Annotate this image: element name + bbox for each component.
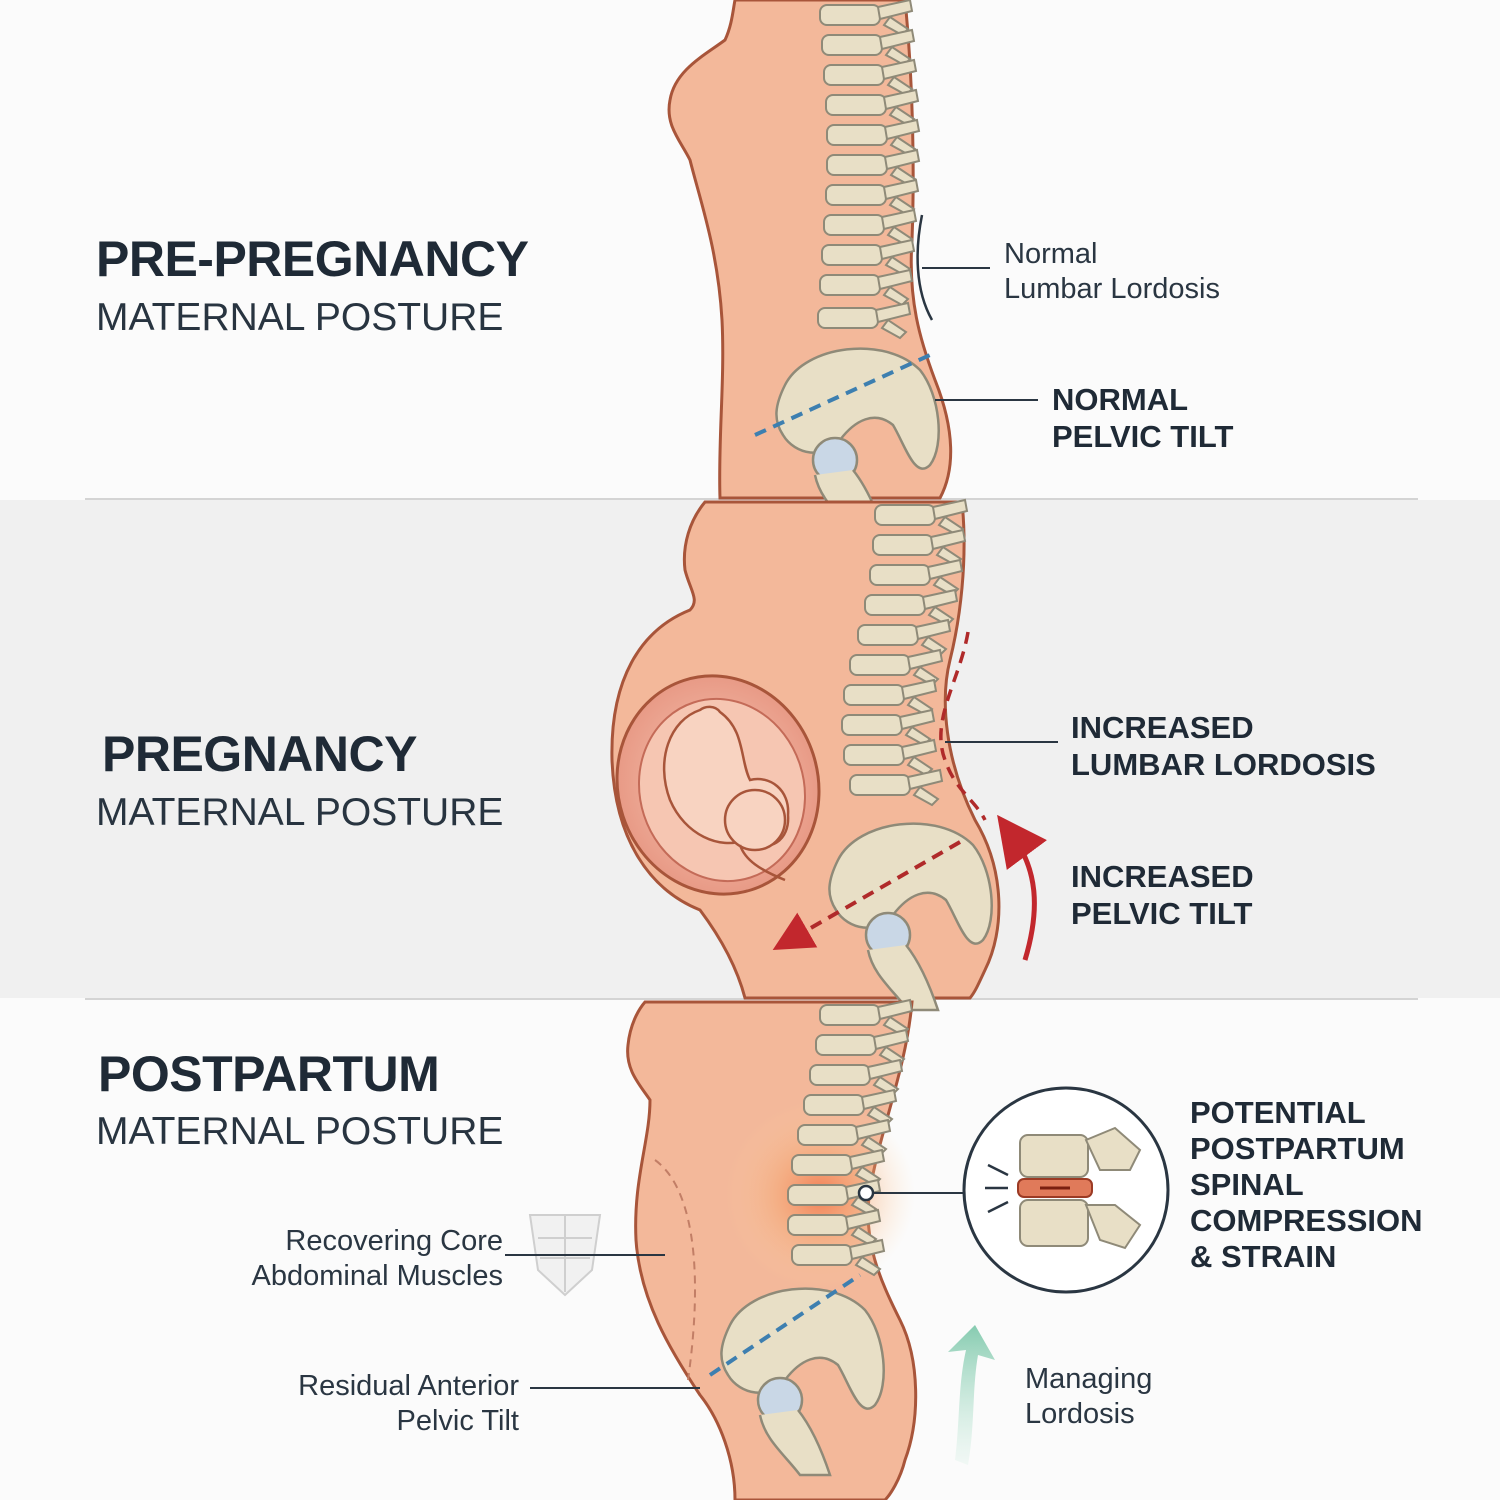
- section-title: PRE-PREGNANCY: [96, 231, 529, 287]
- section-title: POSTPARTUM: [98, 1046, 440, 1102]
- section-subtitle: MATERNAL POSTURE: [96, 296, 504, 339]
- label-increased-lordosis: INCREASED LUMBAR LORDOSIS: [1071, 710, 1376, 782]
- label-managing-lordosis: Managing Lordosis: [1025, 1363, 1153, 1430]
- pelvic-rotation-arrow: [997, 814, 1047, 961]
- label-normal-lordosis: Normal Lumbar Lordosis: [1004, 238, 1220, 305]
- section-title: PREGNANCY: [102, 726, 417, 782]
- uterus-with-fetus: [615, 674, 821, 896]
- label-residual-pelvic-tilt: Residual Anterior Pelvic Tilt: [298, 1370, 519, 1437]
- label-increased-pelvic-tilt: INCREASED PELVIC TILT: [1071, 859, 1254, 931]
- label-normal-pelvic-tilt: NORMAL PELVIC TILT: [1052, 382, 1234, 454]
- pelvic-tilt-line: [754, 353, 931, 437]
- label-spinal-compression: POTENTIAL POSTPARTUM SPINAL COMPRESSION …: [1190, 1095, 1423, 1274]
- residual-tilt-line: [708, 1273, 862, 1377]
- spinal-compression-inset: [857, 1086, 1170, 1294]
- section-subtitle: MATERNAL POSTURE: [96, 791, 504, 834]
- label-core-muscles: Recovering Core Abdominal Muscles: [251, 1225, 503, 1292]
- managing-lordosis-arrow: [948, 1325, 995, 1465]
- section-subtitle: MATERNAL POSTURE: [96, 1110, 504, 1153]
- increased-pelvic-tilt-arrow: [772, 840, 961, 950]
- increased-lordosis-curve: [939, 631, 987, 821]
- lordosis-curve-marker: [916, 214, 934, 321]
